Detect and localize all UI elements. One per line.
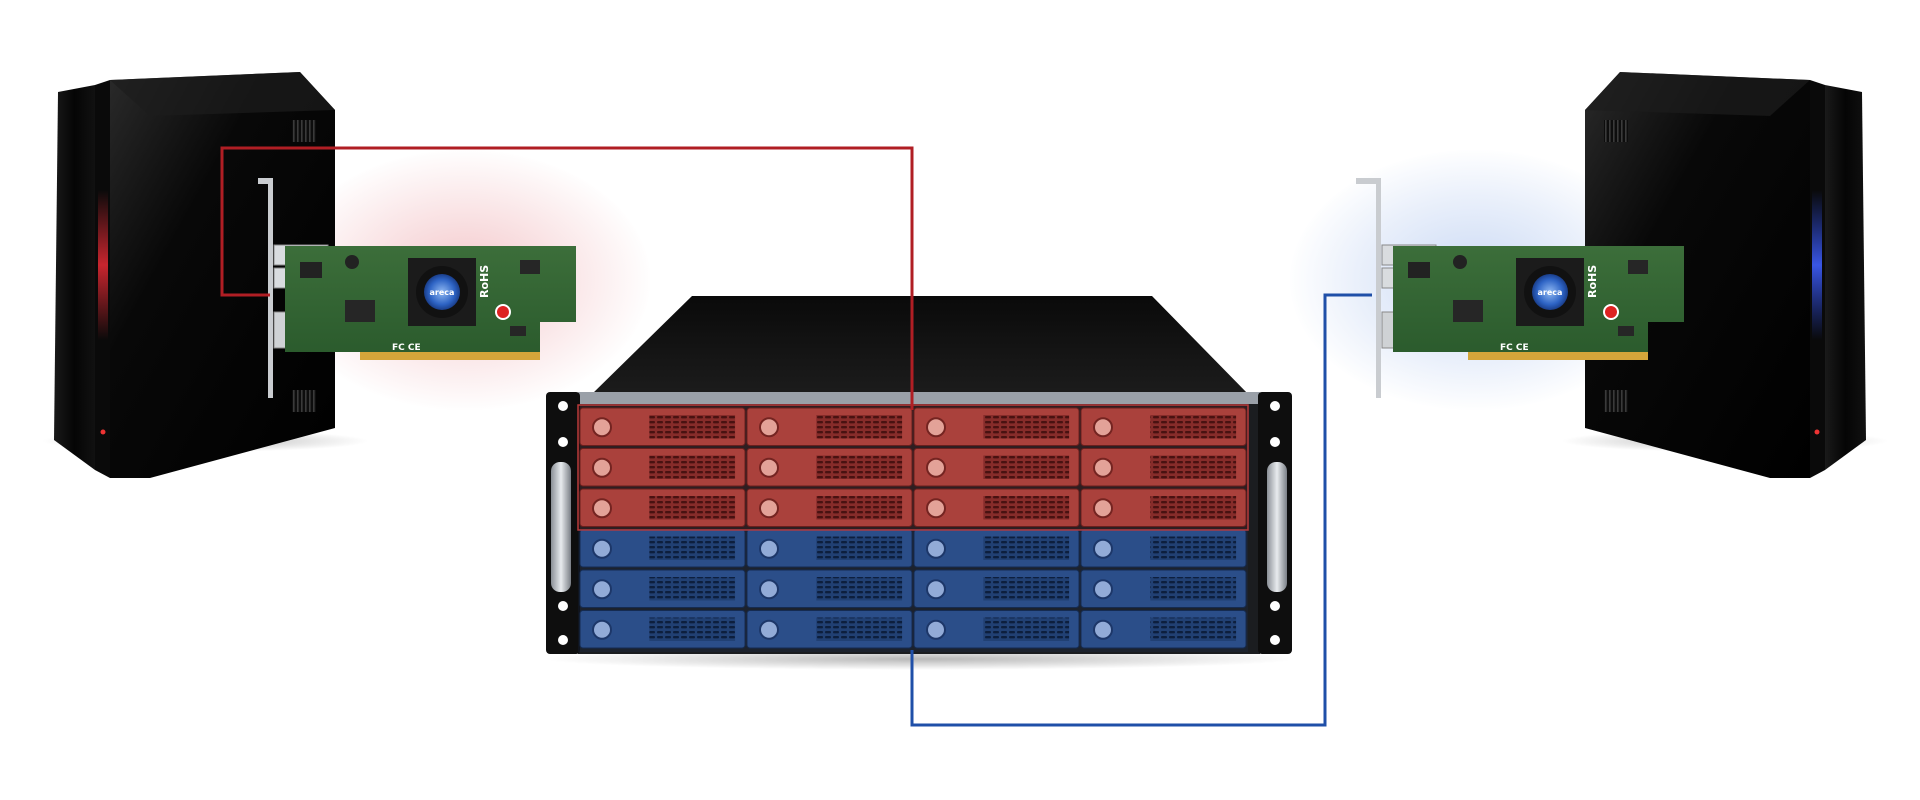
bay-vent <box>1150 455 1237 479</box>
card-rohs-mark: RoHS <box>1586 265 1599 298</box>
bay-vent <box>649 617 736 641</box>
drive-bay[interactable] <box>579 529 746 568</box>
drive-bay[interactable] <box>746 488 913 527</box>
bay-vent <box>816 415 903 439</box>
bay-vent <box>649 415 736 439</box>
drive-bay[interactable] <box>913 610 1080 649</box>
drive-bay[interactable] <box>913 529 1080 568</box>
drive-bay[interactable] <box>913 569 1080 608</box>
drive-bay[interactable] <box>1080 569 1247 608</box>
bay-release-button[interactable] <box>926 417 946 438</box>
drive-bay[interactable] <box>913 407 1080 446</box>
card-fan-brand: areca <box>1538 288 1563 297</box>
bay-vent <box>1150 577 1237 601</box>
card-rohs-mark: RoHS <box>478 265 491 298</box>
bay-release-button[interactable] <box>759 579 779 600</box>
left-handle <box>551 462 571 592</box>
drive-bay[interactable] <box>746 407 913 446</box>
bay-release-button[interactable] <box>759 538 779 559</box>
card-cert-mark: FC CE <box>392 343 421 353</box>
drive-bay[interactable] <box>913 448 1080 487</box>
bay-vent <box>816 496 903 520</box>
drive-bay[interactable] <box>579 488 746 527</box>
bay-release-button[interactable] <box>759 457 779 478</box>
bay-vent <box>649 577 736 601</box>
bay-vent <box>1150 536 1237 560</box>
drive-bay[interactable] <box>1080 610 1247 649</box>
bay-release-button[interactable] <box>926 619 946 640</box>
bay-vent <box>816 577 903 601</box>
blue-bay-group <box>578 530 1248 652</box>
drive-bay[interactable] <box>746 529 913 568</box>
bay-release-button[interactable] <box>759 498 779 519</box>
red-sas-link <box>220 146 914 410</box>
bay-release-button[interactable] <box>926 538 946 559</box>
bay-vent <box>649 455 736 479</box>
right-handle <box>1267 462 1287 592</box>
drive-bay[interactable] <box>913 488 1080 527</box>
bay-release-button[interactable] <box>759 417 779 438</box>
bay-vent <box>983 496 1070 520</box>
bay-vent <box>1150 496 1237 520</box>
bay-release-button[interactable] <box>592 619 612 640</box>
bay-vent <box>649 496 736 520</box>
drive-bay[interactable] <box>1080 448 1247 487</box>
drive-bay[interactable] <box>579 407 746 446</box>
bay-release-button[interactable] <box>1093 498 1113 519</box>
drive-bay[interactable] <box>1080 529 1247 568</box>
card-fan-brand: areca <box>430 288 455 297</box>
drive-bay-grid <box>579 407 1247 649</box>
drive-bay[interactable] <box>579 448 746 487</box>
bay-release-button[interactable] <box>1093 619 1113 640</box>
drive-bay[interactable] <box>746 448 913 487</box>
blue-sas-link <box>910 293 1372 727</box>
bay-vent <box>816 455 903 479</box>
bay-release-button[interactable] <box>926 498 946 519</box>
bay-release-button[interactable] <box>592 538 612 559</box>
right-tower-server <box>1585 72 1866 478</box>
left-raid-controller-card: areca RoHS FC CE <box>258 178 576 398</box>
red-bay-group <box>577 404 1249 531</box>
bay-vent <box>649 536 736 560</box>
bay-release-button[interactable] <box>1093 538 1113 559</box>
drive-bay[interactable] <box>579 569 746 608</box>
drive-bay[interactable] <box>746 610 913 649</box>
drive-bay[interactable] <box>579 610 746 649</box>
rackmount-storage-enclosure <box>546 296 1292 654</box>
bay-vent <box>983 536 1070 560</box>
bay-release-button[interactable] <box>759 619 779 640</box>
bay-release-button[interactable] <box>926 457 946 478</box>
bay-vent <box>983 577 1070 601</box>
drive-bay[interactable] <box>1080 407 1247 446</box>
bay-release-button[interactable] <box>592 579 612 600</box>
bay-release-button[interactable] <box>1093 457 1113 478</box>
drive-bay[interactable] <box>1080 488 1247 527</box>
bay-release-button[interactable] <box>1093 417 1113 438</box>
bay-vent <box>816 617 903 641</box>
bay-vent <box>816 536 903 560</box>
bay-release-button[interactable] <box>592 417 612 438</box>
bay-release-button[interactable] <box>1093 579 1113 600</box>
drive-bay[interactable] <box>746 569 913 608</box>
bay-release-button[interactable] <box>926 579 946 600</box>
bay-vent <box>983 415 1070 439</box>
bay-vent <box>983 455 1070 479</box>
bay-vent <box>983 617 1070 641</box>
bay-vent <box>1150 415 1237 439</box>
bay-release-button[interactable] <box>592 457 612 478</box>
bay-release-button[interactable] <box>592 498 612 519</box>
card-cert-mark: FC CE <box>1500 343 1529 353</box>
right-raid-controller-card: areca RoHS FC CE <box>1356 178 1684 398</box>
bay-vent <box>1150 617 1237 641</box>
